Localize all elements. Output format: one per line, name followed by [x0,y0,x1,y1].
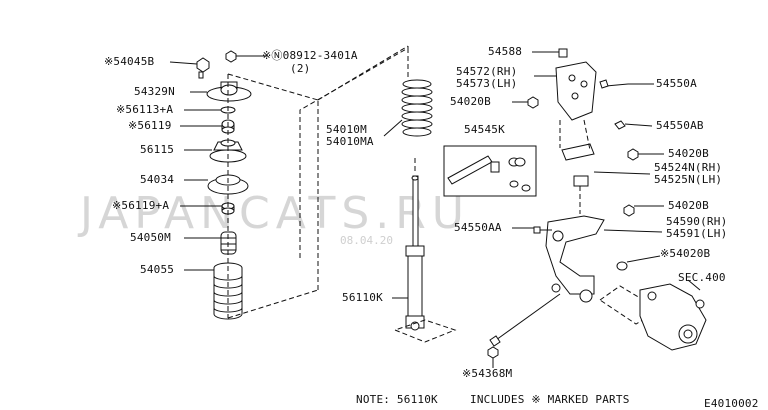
nut-08912 [225,50,237,63]
label-54020b-a: 54020B [450,95,491,108]
control-arm-54590 [545,215,605,303]
kit-box-54545k [443,145,537,197]
label-54591: 54591(LH) [666,227,728,240]
knuckle-sec400 [639,283,707,351]
label-54524n: 54524N(RH) [654,161,723,174]
label-54545k: 54545K [464,123,505,136]
label-54020b-c: 54020B [668,199,709,212]
label-56115: 56115 [140,143,175,156]
label-08912: ※Ⓝ08912-3401A [262,49,358,62]
label-54010m: 54010M [326,123,367,136]
label-08912-qty: (2) [290,62,311,75]
bolt-54550ab [614,120,626,130]
watermark: JAPANCATS.RU [80,188,471,239]
label-54588: 54588 [488,45,523,58]
label-56113a: ※56113+A [116,103,174,116]
nut-54020b-c [623,204,635,217]
label-56119: ※56119 [128,119,172,132]
nut-54020b-a [527,96,539,109]
label-56119a: ※56119+A [112,199,170,212]
bolt-54368m [487,293,561,359]
label-54045b: ※54045B [104,55,155,68]
nut-54045b [196,57,210,79]
link-54524n [561,143,595,187]
kit-parts [447,155,531,192]
label-54550a: 54550A [656,77,697,90]
label-54525n: 54525N(LH) [654,173,723,186]
diagram-code: E4010002 [704,397,759,410]
nut-54588 [558,48,568,58]
label-54020b-b: 54020B [668,147,709,160]
nut-54020b-d [616,261,628,271]
label-54050m: 54050M [130,231,171,244]
label-54034: 54034 [140,173,175,186]
strut-56110k [405,175,425,331]
note-prefix: NOTE: 56110K [356,393,438,406]
label-54590: 54590(RH) [666,215,728,228]
label-54010ma: 54010MA [326,135,374,148]
coil-spring-54010m [401,79,433,137]
bolt-54550a [599,79,629,89]
label-sec400: SEC.400 [678,271,726,284]
label-54055: 54055 [140,263,175,276]
leader-lines [169,51,701,368]
label-54573: 54573(LH) [456,77,518,90]
bolt-54550aa [533,226,552,234]
label-54550aa: 54550AA [454,221,502,234]
nut-54020b-b [627,148,639,161]
label-54368m: ※54368M [462,367,513,380]
label-56110k: 56110K [342,291,383,304]
mount-insulator-54329n [206,81,252,102]
seat-54034 [207,174,249,195]
note-text: INCLUDES ※ MARKED PARTS [470,393,630,406]
label-54572: 54572(RH) [456,65,518,78]
label-54329n: 54329N [134,85,175,98]
upper-bracket-54572 [555,61,597,121]
label-54020b-d: ※54020B [660,247,711,260]
label-54550ab: 54550AB [656,119,704,132]
watermark-date: 08.04.20 [340,234,393,247]
